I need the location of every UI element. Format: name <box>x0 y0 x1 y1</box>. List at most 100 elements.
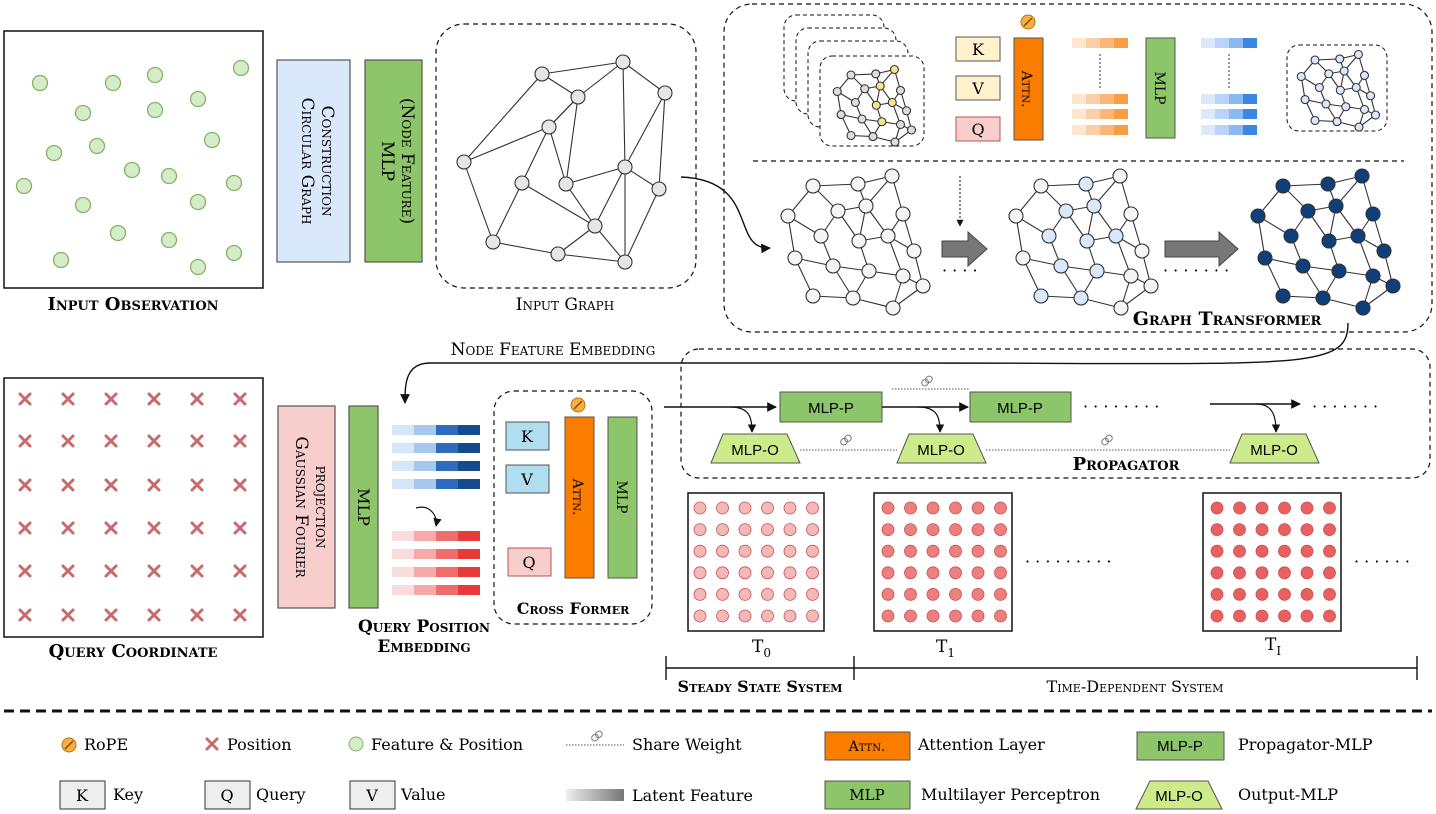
latent-cell <box>392 567 414 577</box>
latent-cell <box>1243 125 1257 135</box>
legend-query-text: Query <box>256 785 306 804</box>
graph-node <box>550 246 566 262</box>
graph-node <box>1257 250 1273 266</box>
graph-node <box>617 254 633 270</box>
graph-node <box>906 125 917 135</box>
dots-grid-2: · · · · · · <box>1354 552 1410 571</box>
output-point <box>994 523 1007 536</box>
latent-cell <box>392 425 414 435</box>
graph-node <box>1078 176 1094 192</box>
latent-cell <box>458 443 480 453</box>
graph-edge <box>557 225 596 255</box>
key-box-cross-text: K <box>521 427 534 446</box>
output-point <box>806 566 819 580</box>
latent-cell <box>1243 38 1257 48</box>
position-cross <box>190 434 204 448</box>
output-point <box>971 566 985 580</box>
graph-node <box>1351 82 1361 93</box>
output-grid-ti <box>1210 501 1336 623</box>
graph-node <box>534 66 550 82</box>
output-point <box>806 588 819 601</box>
gaussian-fourier-label-2: projection <box>311 466 331 549</box>
graph-node <box>889 64 900 75</box>
graph-node <box>877 117 887 127</box>
output-grid-t0-panel <box>687 492 825 632</box>
latent-cell <box>392 531 414 541</box>
input-graph-label: Input Graph <box>516 295 614 315</box>
graph-node <box>915 278 931 294</box>
latent-cell <box>1229 125 1243 135</box>
graph-node <box>1058 203 1074 219</box>
graph-node <box>1353 49 1363 60</box>
graph-node <box>1300 95 1310 105</box>
graph-node <box>861 263 877 279</box>
output-point <box>716 544 729 558</box>
mlp-o-box-3 <box>1229 433 1320 464</box>
output-point <box>1323 588 1336 601</box>
latent-cell <box>1114 94 1128 104</box>
output-point <box>693 588 707 601</box>
dots-prop-2: · · · · · · · <box>1312 397 1378 416</box>
output-point <box>904 588 917 601</box>
position-cross <box>18 478 32 492</box>
latent-cell <box>1229 38 1243 48</box>
graph-node <box>651 181 667 197</box>
graph-node <box>1041 228 1057 244</box>
graph-node <box>1275 178 1291 194</box>
mlp-p-box-2-text: MLP-P <box>997 400 1043 417</box>
graph-node <box>1314 82 1324 93</box>
input-graph-panel <box>435 23 697 289</box>
output-point <box>881 501 895 515</box>
graph-node <box>1112 168 1128 184</box>
output-point <box>716 566 729 580</box>
graph-node <box>1341 102 1351 112</box>
mlp-o-box-1-text: MLP-O <box>731 442 779 459</box>
observation-point <box>146 66 164 84</box>
graph-node <box>906 243 922 259</box>
latent-cell <box>1215 109 1229 119</box>
legend-mlp-o-box-text: MLP-O <box>1155 788 1203 805</box>
graph-stage-1 <box>780 168 931 316</box>
position-cross <box>233 608 247 622</box>
latent-cell <box>458 585 480 595</box>
output-point <box>738 588 752 601</box>
output-point <box>881 609 895 623</box>
graph-edge <box>463 161 494 243</box>
latent-cell <box>414 567 436 577</box>
output-point <box>1233 566 1246 580</box>
graph-edge <box>565 166 626 185</box>
output-point <box>738 523 752 536</box>
output-point <box>949 609 962 623</box>
output-point <box>949 588 962 601</box>
output-point <box>949 501 962 515</box>
output-point <box>904 544 917 558</box>
latent-cell <box>1229 94 1243 104</box>
t0-label: T0 <box>752 637 771 660</box>
output-point <box>693 501 707 515</box>
query-box-cross-text: Q <box>522 553 535 572</box>
observation-point <box>203 131 221 149</box>
steady-state-label: Steady State System <box>678 677 843 696</box>
gray-arrow-1 <box>941 230 988 268</box>
observation-point <box>160 167 178 185</box>
graph-node <box>846 130 856 141</box>
graph-node <box>1359 70 1370 80</box>
observation-point <box>74 196 92 214</box>
graph-node <box>813 228 829 244</box>
legend-mlp-o-box <box>1135 780 1223 810</box>
graph-node <box>1324 69 1334 79</box>
graph-edge <box>594 166 626 227</box>
position-cross <box>233 434 247 448</box>
output-point <box>926 609 940 623</box>
attention-box-top <box>1013 37 1044 141</box>
position-cross <box>233 564 247 578</box>
graph-edge <box>492 241 559 255</box>
arrow-graph-to-transformer <box>680 176 771 254</box>
graph-edge <box>557 253 626 263</box>
value-box-top <box>955 75 1001 101</box>
gray-arrow-2 <box>1164 230 1239 268</box>
latent-cell <box>1100 109 1114 119</box>
output-point <box>783 523 797 536</box>
graph-node <box>1143 278 1159 294</box>
position-cross <box>104 521 118 535</box>
